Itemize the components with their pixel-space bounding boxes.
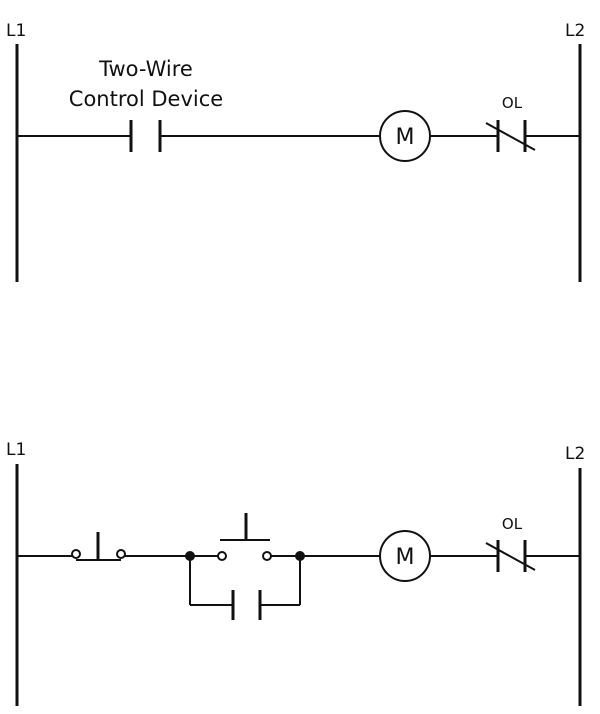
l1-label: L1	[6, 440, 26, 460]
l2-label: L2	[565, 21, 585, 41]
device-label-line2: Control Device	[69, 87, 223, 111]
overload-label: OL	[502, 94, 523, 112]
two-wire-control-diagram: L1 L2 Two-Wire Control Device M OL	[6, 21, 585, 282]
two-wire-control-device-contact	[129, 120, 162, 152]
device-label-line1: Two-Wire	[98, 57, 193, 81]
motor-coil: M	[379, 530, 431, 582]
stop-pushbutton	[71, 532, 126, 561]
motor-label: M	[396, 125, 415, 150]
l1-label: L1	[6, 21, 26, 41]
start-pushbutton	[190, 513, 300, 561]
motor-label: M	[396, 545, 415, 570]
overload-label: OL	[502, 515, 523, 533]
three-wire-control-diagram: L1 L2	[6, 440, 585, 706]
motor-coil: M	[379, 110, 431, 162]
l2-label: L2	[565, 444, 585, 464]
holding-contact-branch	[189, 556, 301, 620]
